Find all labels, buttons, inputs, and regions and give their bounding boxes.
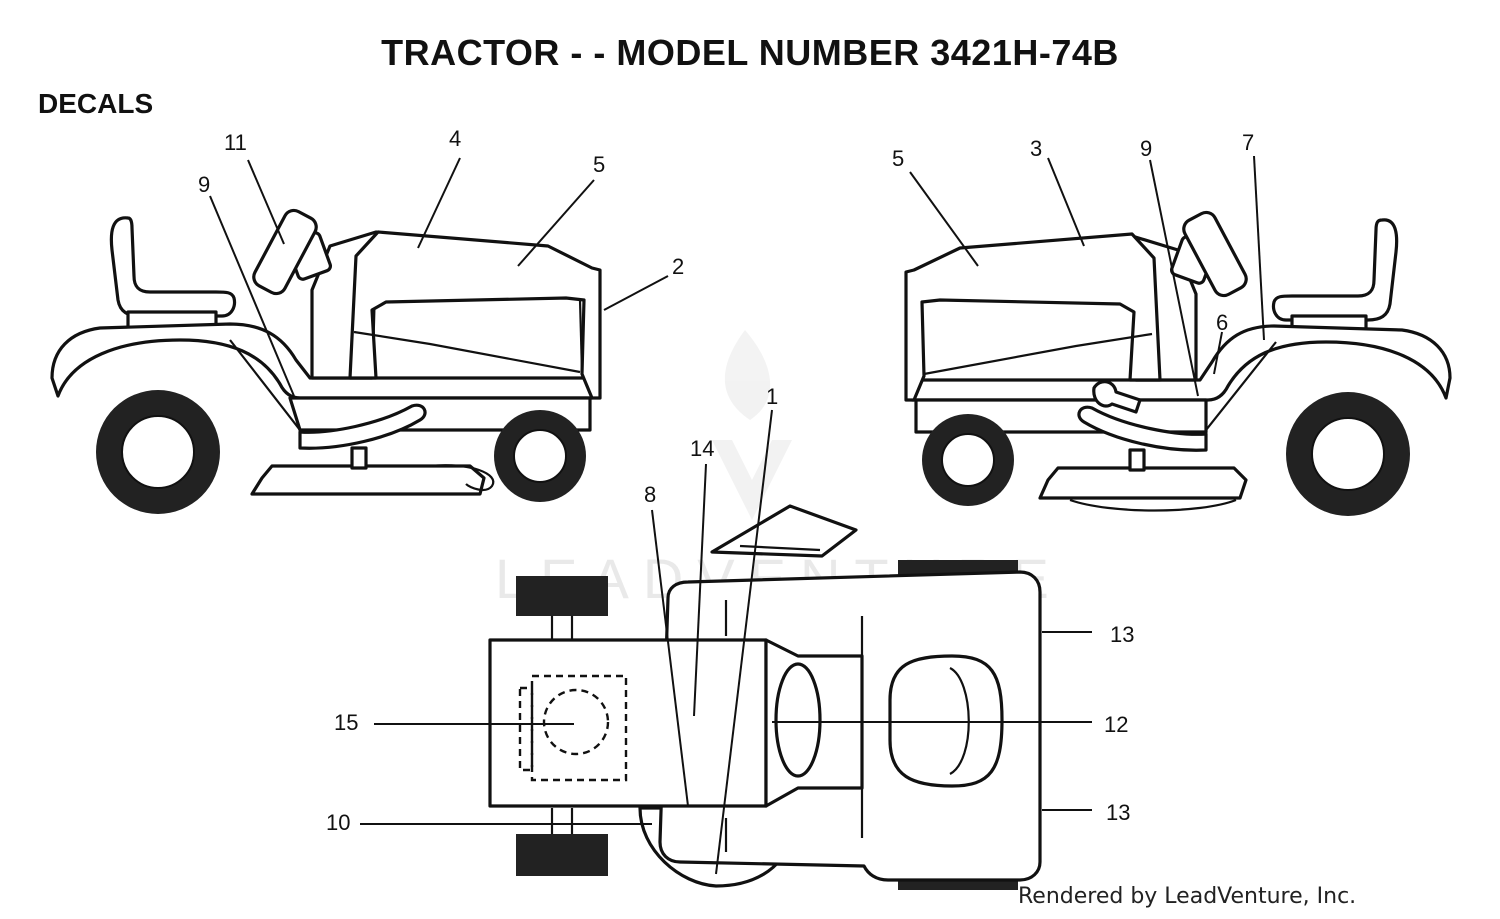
callout-label: 10 bbox=[326, 810, 350, 835]
callout-label: 13 bbox=[1106, 800, 1130, 825]
diagram-title: TRACTOR - - MODEL NUMBER 3421H-74B bbox=[381, 32, 1119, 73]
callout-label: 3 bbox=[1030, 136, 1042, 161]
callout-label: 15 bbox=[334, 710, 358, 735]
callout-label: 6 bbox=[1216, 310, 1228, 335]
tractor-right-side-view: 5 3 9 7 6 bbox=[892, 130, 1452, 516]
callout-label: 12 bbox=[1104, 712, 1128, 737]
callout-label: 8 bbox=[644, 482, 656, 507]
callout-label: 1 bbox=[766, 384, 778, 409]
callout-label: 11 bbox=[224, 130, 247, 155]
callout-label: 9 bbox=[198, 172, 210, 197]
callout-label: 2 bbox=[672, 254, 684, 279]
tractor-left-side-view: 11 4 5 9 2 bbox=[50, 126, 684, 514]
callout-label: 9 bbox=[1140, 136, 1152, 161]
callout-label: 5 bbox=[593, 152, 605, 177]
callout-label: 13 bbox=[1110, 622, 1134, 647]
footer-credit: Rendered by LeadVenture, Inc. bbox=[1018, 884, 1357, 909]
watermark-logo bbox=[712, 330, 792, 520]
callout-label: 5 bbox=[892, 146, 904, 171]
tractor-top-view: 1 14 8 13 12 15 10 13 bbox=[326, 384, 1134, 890]
section-heading: DECALS bbox=[38, 88, 154, 119]
callout-label: 4 bbox=[449, 126, 461, 151]
callout-label: 14 bbox=[690, 436, 714, 461]
callout-label: 7 bbox=[1242, 130, 1254, 155]
